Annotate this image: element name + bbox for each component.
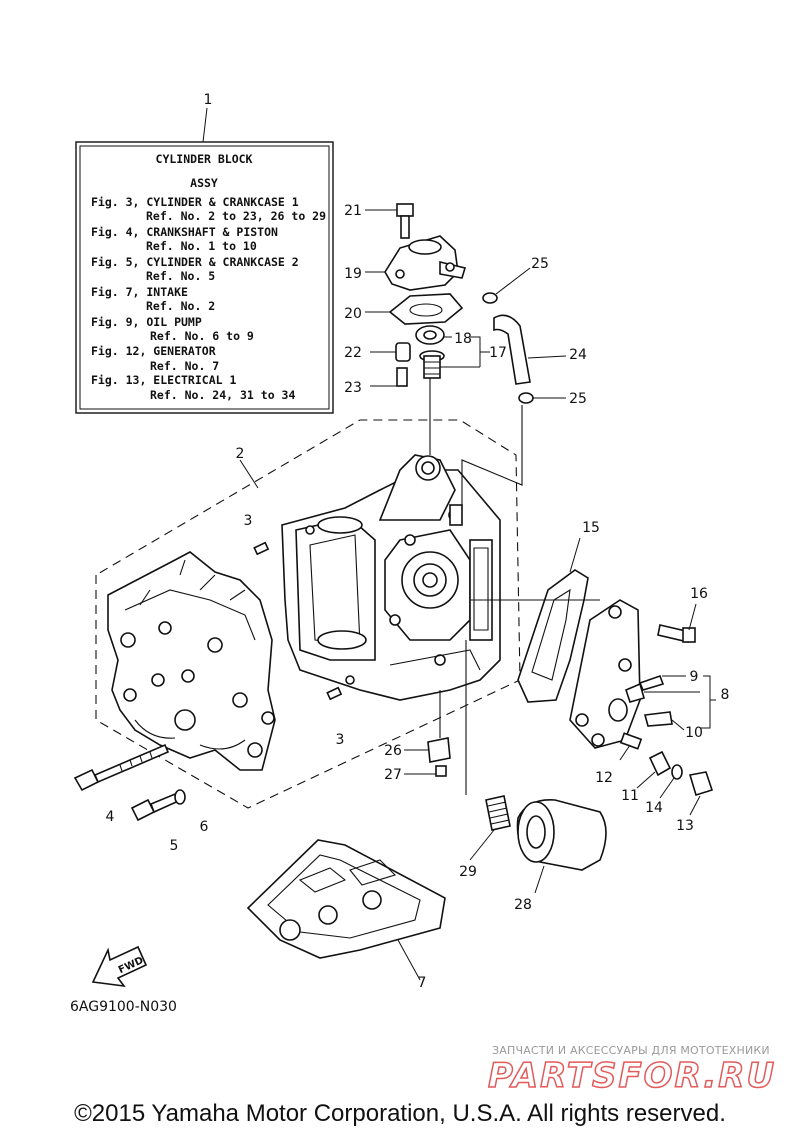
- washer-6: [174, 789, 186, 805]
- cylinder-block-assy-outline: [95, 419, 521, 809]
- box-title-line2: ASSY: [190, 176, 218, 190]
- fitting-9: [638, 674, 716, 729]
- callout-29: 29: [459, 864, 477, 880]
- gasket-20: [365, 293, 464, 325]
- callout-13: 13: [676, 818, 694, 834]
- callout-17: 17: [489, 345, 507, 361]
- watermark-logo: PARTSFOR.RU: [487, 1055, 777, 1097]
- seal-18: [415, 325, 452, 345]
- clamp-25-upper: [482, 267, 531, 304]
- callout-3: 3: [336, 732, 345, 748]
- box-line: Ref. No. 6 to 9: [150, 329, 254, 343]
- box-line: Ref. No. 2: [146, 299, 215, 313]
- callout-18: 18: [454, 331, 472, 347]
- box-line: Ref. No. 5: [146, 269, 215, 283]
- callout-20: 20: [344, 306, 362, 322]
- plug-12: [619, 732, 643, 761]
- box-line: Fig. 9, OIL PUMP: [91, 315, 202, 329]
- gasket-15: [470, 537, 600, 703]
- box-title-line1: CYLINDER BLOCK: [156, 152, 253, 166]
- callout-27: 27: [384, 767, 402, 783]
- box-line: Fig. 13, ELECTRICAL 1: [91, 373, 236, 387]
- plug-11: [636, 750, 672, 789]
- oil-pump-cover: [569, 599, 641, 749]
- callout-28: 28: [514, 897, 532, 913]
- union-bolt-29: [465, 640, 511, 861]
- bracket-26: [404, 690, 451, 763]
- callout-9: 9: [690, 669, 699, 685]
- callout-3: 3: [244, 513, 253, 529]
- dowel-pin: [253, 541, 343, 701]
- fitting-8: [625, 682, 700, 703]
- copyright-footer: ©2015 Yamaha Motor Corporation, U.S.A. A…: [74, 1100, 726, 1127]
- box-line: Fig. 5, CYLINDER & CRANKCASE 2: [91, 255, 299, 269]
- callout-11: 11: [621, 788, 639, 804]
- callout-25: 25: [531, 256, 549, 272]
- callout-1: 1: [204, 92, 213, 108]
- oring-14: [659, 764, 683, 799]
- fwd-arrow-icon: FWD: [91, 945, 148, 988]
- thermostat-cover-19: [365, 235, 467, 291]
- gasket-7: [246, 839, 446, 981]
- collar-22: [370, 342, 411, 362]
- crankcase-half: [107, 551, 276, 771]
- callout-5: 5: [170, 838, 179, 854]
- watermark-tagline: ЗАПЧАСТИ И АКСЕССУАРЫ ДЛЯ МОТОТЕХНИКИ: [492, 1044, 770, 1057]
- screw-27: [404, 765, 447, 777]
- box-line: Fig. 12, GENERATOR: [91, 344, 216, 358]
- callout-26: 26: [384, 743, 402, 759]
- box-line: Fig. 4, CRANKSHAFT & PISTON: [91, 225, 278, 239]
- callout-2: 2: [236, 446, 245, 462]
- callout-4: 4: [106, 809, 115, 825]
- callout-15: 15: [582, 520, 600, 536]
- callout-19: 19: [344, 266, 362, 282]
- cylinder-block: [281, 454, 501, 701]
- callout-12: 12: [595, 770, 613, 786]
- box-line: Fig. 7, INTAKE: [91, 285, 188, 299]
- box-line: Ref. No. 7: [150, 359, 219, 373]
- diagram-code: 6AG9100-N030: [70, 999, 177, 1015]
- callout-8: 8: [721, 687, 730, 703]
- box-line: Ref. No. 24, 31 to 34: [150, 388, 295, 402]
- callout-24: 24: [569, 347, 587, 363]
- callout-25: 25: [569, 391, 587, 407]
- plug-13: [688, 771, 714, 816]
- callout-21: 21: [344, 203, 362, 219]
- clamp-25-lower: [461, 392, 566, 510]
- callout-14: 14: [645, 800, 663, 816]
- oil-filter-28: [516, 799, 607, 894]
- callout-16: 16: [690, 586, 708, 602]
- callout-6: 6: [200, 819, 209, 835]
- callout-7: 7: [418, 975, 427, 991]
- hose-24: [493, 314, 567, 385]
- bolt-4: [73, 743, 170, 792]
- callout-22: 22: [344, 345, 362, 361]
- box-line: Ref. No. 1 to 10: [146, 239, 257, 253]
- callout-10: 10: [685, 725, 703, 741]
- bolt-23: [370, 367, 408, 387]
- callout-labels: 1 2 3 3 4 5 6 7 8 9 10 11 12 13 14 15 16…: [106, 92, 730, 991]
- box-line: Ref. No. 2 to 23, 26 to 29: [146, 209, 326, 223]
- bolt-21: [365, 203, 414, 239]
- callout-23: 23: [344, 380, 362, 396]
- box-line: Fig. 3, CYLINDER & CRANKCASE 1: [91, 195, 299, 209]
- fitting-10: [643, 711, 685, 731]
- thermostat-17: [419, 336, 490, 379]
- reference-box: CYLINDER BLOCK ASSY Fig. 3, CYLINDER & C…: [75, 107, 334, 414]
- bolt-16: [657, 603, 697, 643]
